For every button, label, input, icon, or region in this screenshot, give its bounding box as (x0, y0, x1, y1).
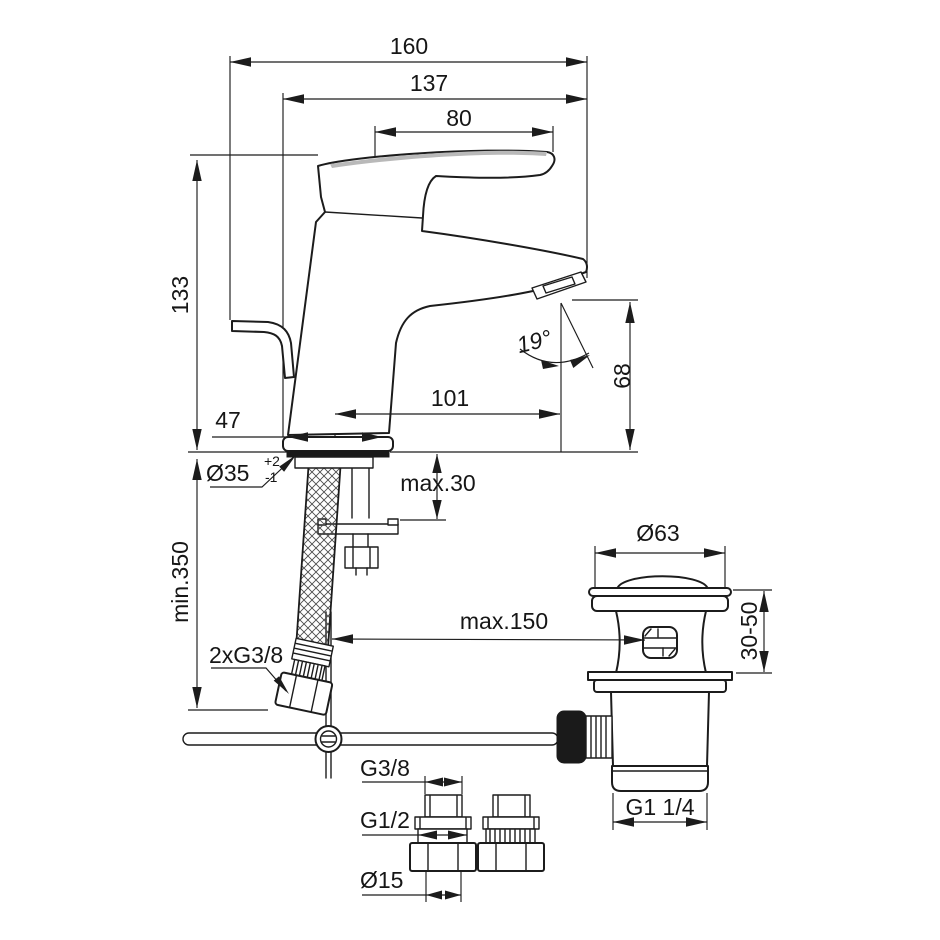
handle-top-shade (330, 150, 547, 168)
dim-spout-reach: 101 (335, 385, 560, 419)
dim-deck-thickness-label: max.30 (400, 470, 475, 496)
dim-tail-thread: G1 1/4 (613, 794, 707, 827)
dim-adapter-bore-label: Ø15 (360, 867, 403, 893)
dim-hose-length: min.350 (167, 459, 202, 708)
dim-hose-length-label: min.350 (167, 541, 193, 623)
waste-assembly (587, 575, 733, 792)
dim-overall-depth-label: 160 (390, 33, 428, 59)
mounting-nut (344, 546, 379, 576)
hose-end-fitting (274, 637, 334, 716)
dim-spout-height-label: 68 (609, 363, 635, 389)
adapter-right (477, 794, 545, 872)
shank-plinth (294, 456, 374, 469)
dim-mount-hole-tol-minus: -1 (265, 469, 278, 485)
waste-lever-rod (182, 710, 613, 764)
supply-hose (274, 458, 342, 716)
dim-rod-to-waste-label: max.150 (460, 608, 548, 634)
faucet-outline (287, 149, 588, 436)
dim-waste-cap: Ø63 (595, 520, 725, 558)
faucet-body (231, 149, 588, 469)
dim-mount-hole-tol-plus: +2 (264, 453, 280, 469)
cartridge-dome-line (324, 211, 423, 219)
waste-cap-ring (591, 595, 729, 612)
dim-mount-hole: Ø35 +2 -1 (206, 453, 296, 488)
dim-tail-thread-label: G1 1/4 (625, 794, 694, 820)
spray-direction-line (560, 302, 594, 369)
dim-spout-angle: 19° (514, 324, 590, 369)
dim-body-depth-label: 137 (410, 70, 448, 96)
waste-opening (642, 626, 678, 659)
dim-height: 133 (167, 160, 202, 450)
dim-base-depth: 47 (212, 407, 382, 442)
dim-adapter-bore: Ø15 (360, 867, 461, 900)
clamp-knurl (585, 715, 613, 759)
dim-deck-thickness: max.30 (400, 454, 476, 519)
dim-height-label: 133 (167, 276, 193, 314)
dim-spout-angle-label: 19° (514, 324, 554, 358)
dim-clamp-range-label: 30-50 (736, 602, 762, 661)
dim-overall-depth: 160 (230, 33, 587, 67)
dim-spout-height: 68 (609, 302, 635, 450)
dim-adapter-top-thread-label: G3/8 (360, 755, 410, 781)
dim-base-depth-label: 47 (215, 407, 241, 433)
rod-clamp (556, 710, 587, 764)
dim-handle-length-label: 80 (446, 105, 472, 131)
dim-hose-connection-label: 2xG3/8 (209, 642, 283, 668)
horizontal-rod (182, 732, 559, 746)
dim-hose-connection: 2xG3/8 (209, 642, 289, 694)
lever-hook (231, 320, 295, 379)
dim-rod-to-waste: max.150 (331, 608, 646, 645)
dim-adapter-mid-thread-label: G1/2 (360, 807, 410, 833)
waste-thread (611, 765, 709, 792)
waste-top-flange (588, 587, 732, 597)
waste-lower-flange (587, 671, 733, 681)
dim-body-depth: 137 (283, 70, 587, 104)
dim-clamp-range: 30-50 (736, 591, 769, 672)
dim-spout-reach-label: 101 (431, 385, 469, 411)
dim-adapter-mid-thread: G1/2 (360, 807, 467, 840)
hose-nut (274, 671, 334, 716)
base-gasket (286, 450, 390, 458)
dim-mount-hole-label: Ø35 (206, 460, 249, 486)
dim-adapter-top-thread: G3/8 (360, 755, 462, 787)
dim-waste-cap-label: Ø63 (636, 520, 679, 546)
dim-handle-length: 80 (375, 105, 553, 137)
adapter-left (409, 794, 477, 872)
